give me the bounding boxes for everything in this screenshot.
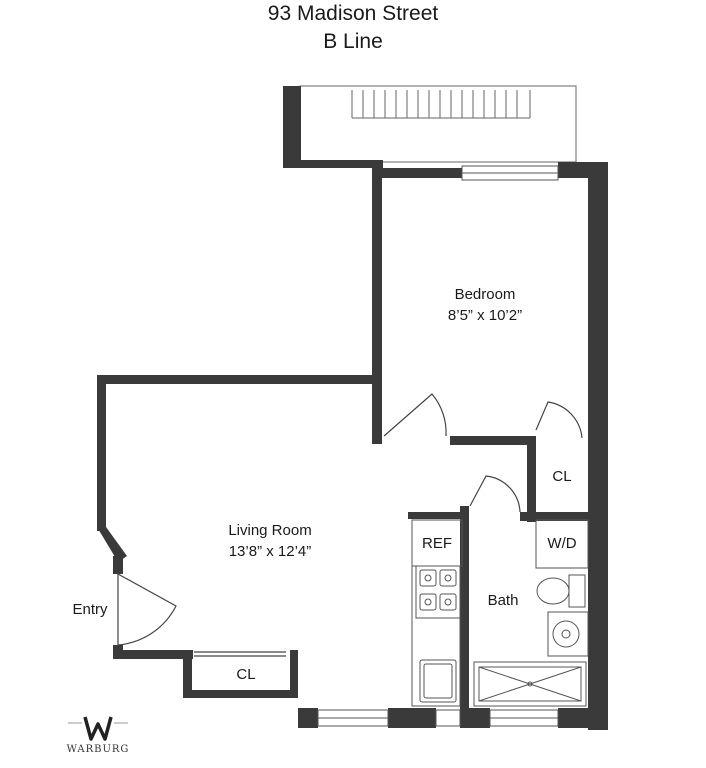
room-label-living: Living Room 13’8” x 12’4” xyxy=(228,522,312,560)
wall-living-bottom xyxy=(113,650,193,659)
kitchen-counter xyxy=(411,565,461,707)
fixtures xyxy=(411,519,589,707)
wall-living-diagonal xyxy=(97,527,127,562)
wall-bath-left xyxy=(460,506,469,728)
door-bedroom xyxy=(383,393,447,437)
plan-title-address: 93 Madison Street xyxy=(267,2,439,25)
kitchen-sink xyxy=(419,659,457,703)
wall-bedroom-left xyxy=(372,168,382,444)
wall-bottom-c xyxy=(460,708,490,728)
toilet-tank xyxy=(568,574,586,608)
walls xyxy=(97,86,608,730)
wall-exterior-right xyxy=(588,162,608,730)
wall-balcony-bottom xyxy=(283,160,383,168)
plan-title-line: B Line xyxy=(323,30,383,53)
wall-closet-bottom xyxy=(183,690,298,698)
room-label-bedroom-closet: CL xyxy=(552,468,572,485)
wall-cl-bottom xyxy=(520,512,590,521)
wall-bedroom-top-left xyxy=(372,168,462,178)
warburg-logo: WARBURG xyxy=(58,714,138,764)
wall-living-top xyxy=(97,375,382,384)
room-label-living-closet: CL xyxy=(236,666,256,683)
room-label-entry: Entry xyxy=(72,601,108,618)
warburg-w-monogram-icon xyxy=(68,716,128,741)
balcony-stairs xyxy=(351,90,531,119)
windows xyxy=(317,165,559,727)
warburg-brand-text: WARBURG xyxy=(66,744,130,755)
wall-bottom-b xyxy=(388,708,436,728)
shower xyxy=(473,661,587,707)
bath-sink xyxy=(547,611,589,657)
wall-bathcl-left xyxy=(527,436,536,522)
doors xyxy=(117,393,583,657)
balcony xyxy=(299,85,577,163)
wall-bottom-d xyxy=(558,708,608,728)
fixture-label-wd: W/D xyxy=(547,535,577,552)
wall-living-left xyxy=(97,375,106,531)
wall-entry-stub xyxy=(113,556,123,574)
wall-balcony-left xyxy=(283,86,301,166)
window-kitchen xyxy=(435,709,461,727)
door-bedroom-closet xyxy=(535,401,583,439)
toilet-bowl xyxy=(536,577,570,605)
wall-bottom-a xyxy=(298,708,318,728)
washer-dryer xyxy=(535,519,589,569)
room-label-bath: Bath xyxy=(487,592,519,609)
cooktop xyxy=(415,565,461,619)
door-bath xyxy=(469,475,521,513)
fixture-label-ref: REF xyxy=(422,535,452,552)
balcony-outline xyxy=(299,85,577,163)
wall-closet-left xyxy=(183,650,192,698)
wall-kitchen-top xyxy=(408,512,468,519)
wall-bedroom-bottom xyxy=(450,436,536,445)
room-label-bedroom: Bedroom 8’5” x 10’2” xyxy=(447,286,523,324)
wall-closet-right xyxy=(290,650,298,698)
door-entry xyxy=(117,572,177,646)
